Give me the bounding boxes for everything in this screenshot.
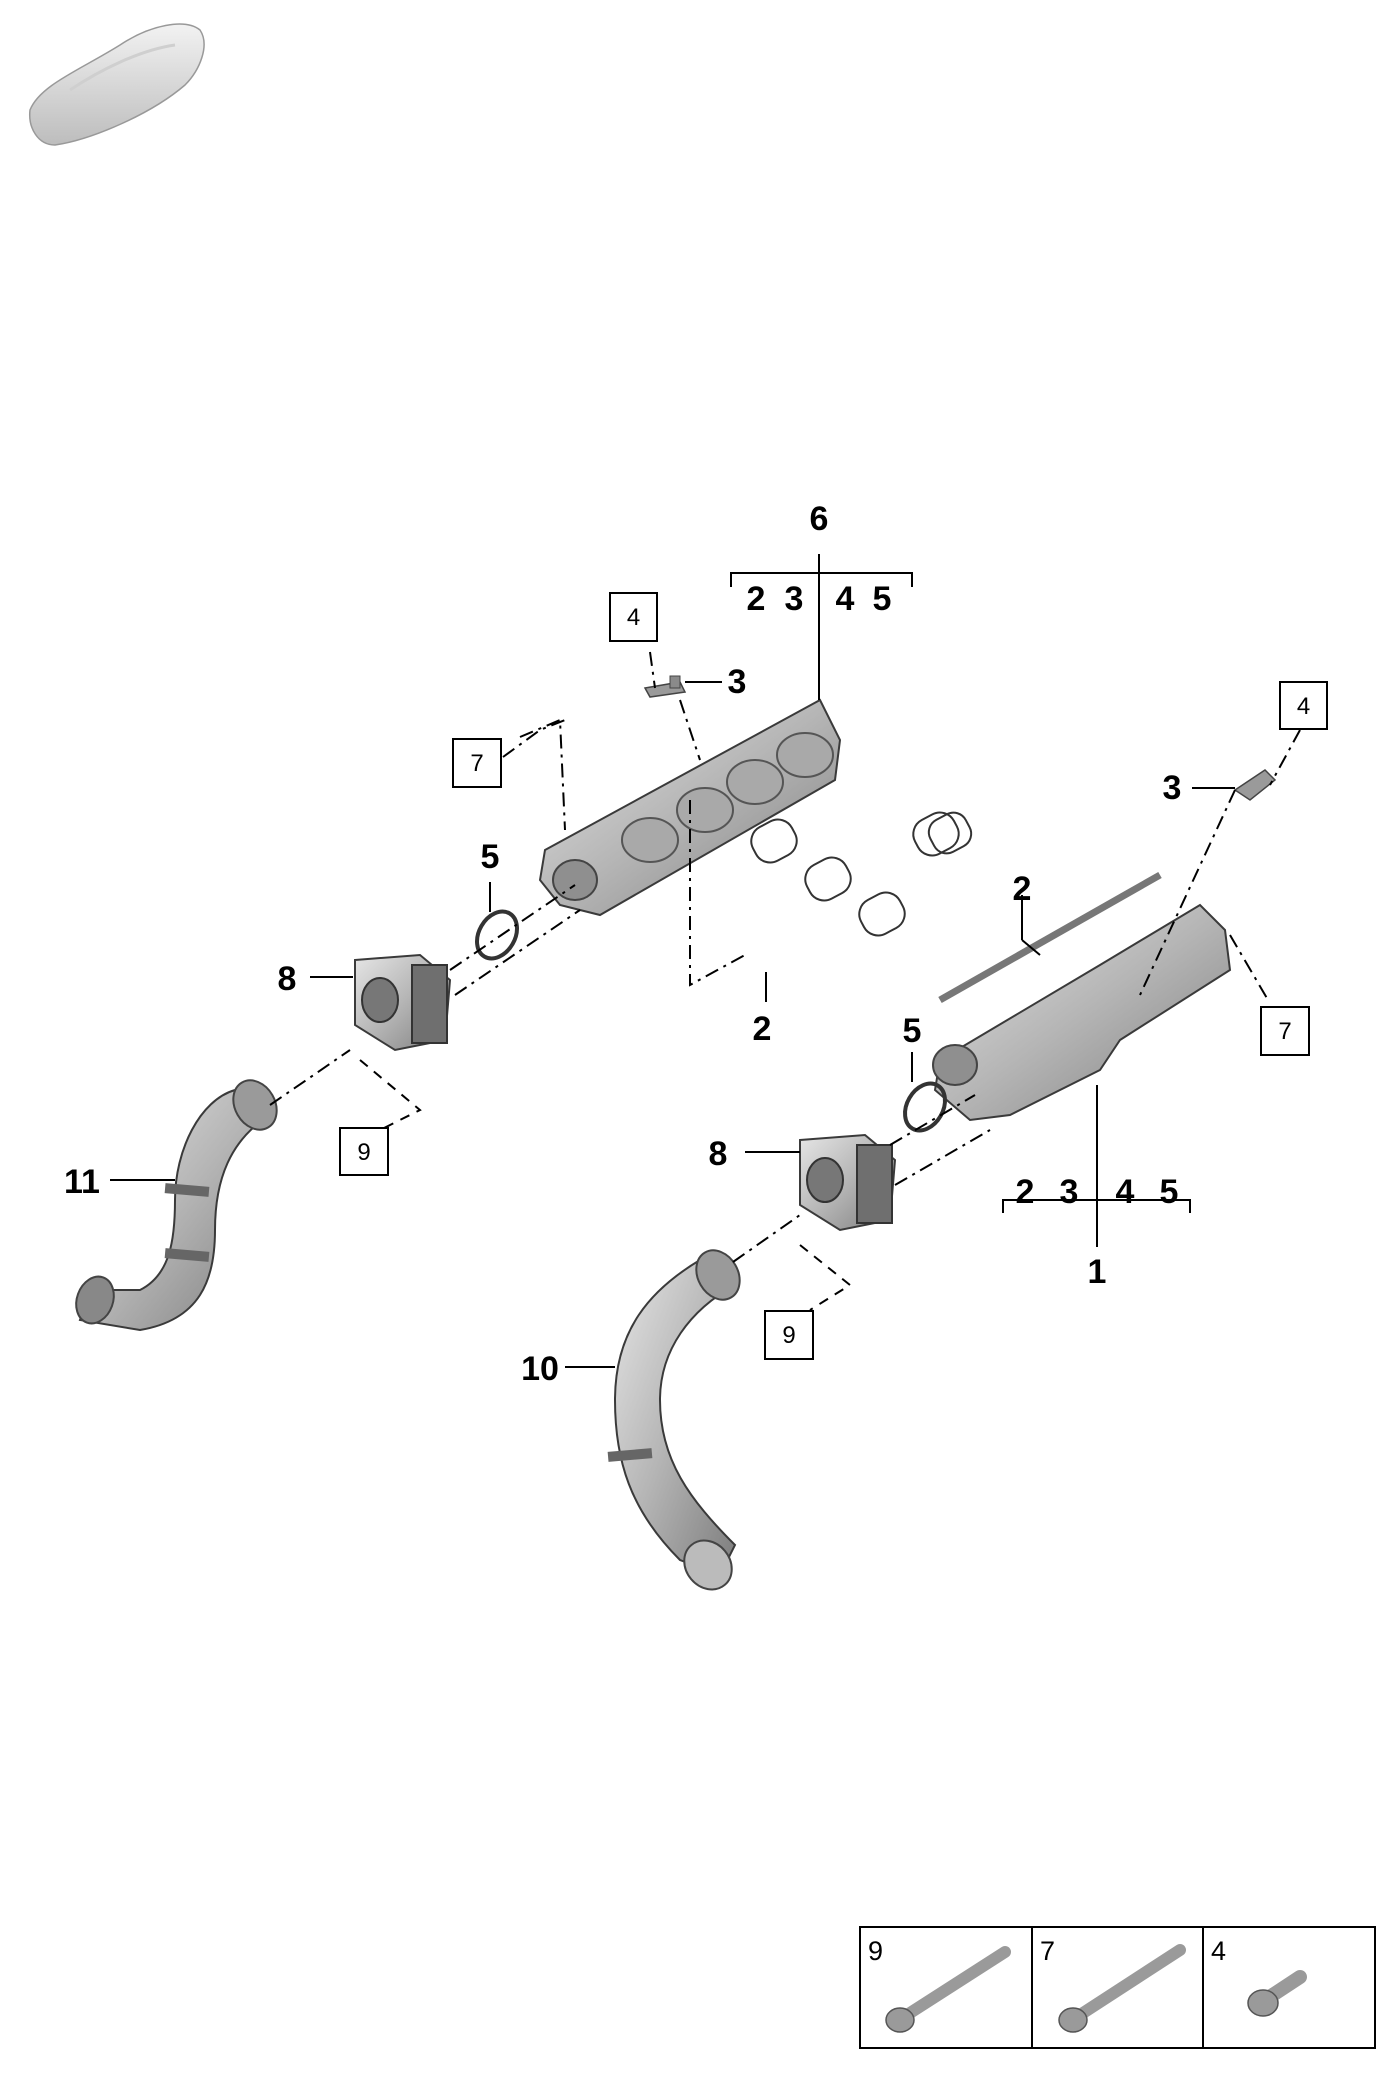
box-ref-9-left: 9 (339, 1127, 389, 1176)
sensor-right (1233, 769, 1277, 801)
callout-2-right: 2 (1013, 870, 1032, 908)
long-screw-icon (1058, 1944, 1186, 2033)
gasket-strip-right (938, 871, 1162, 1004)
callout-3-left: 3 (728, 663, 747, 701)
throttle-body-right (799, 1133, 897, 1232)
intake-manifold-right (932, 903, 1232, 1122)
callout-11: 11 (64, 1163, 100, 1201)
legend-number: 7 (1040, 1936, 1055, 1966)
callout-group6-item: 5 (873, 580, 892, 618)
callout-6: 6 (810, 500, 829, 538)
long-screw-icon (885, 1946, 1011, 2033)
callout-5-left: 5 (481, 838, 500, 876)
callout-8-right: 8 (709, 1135, 728, 1173)
callout-2-left: 2 (753, 1010, 772, 1048)
box-ref-label: 4 (1297, 693, 1310, 720)
short-screw-icon (1247, 1970, 1307, 2017)
box-ref-label: 9 (357, 1139, 370, 1166)
legend-cell-4: 4 (1211, 1936, 1307, 2017)
callout-1: 1 (1088, 1253, 1107, 1291)
callout-10: 10 (521, 1350, 559, 1388)
box-ref-label: 4 (627, 604, 640, 631)
sensor-left (643, 675, 687, 698)
callout-group1-item: 2 (1016, 1173, 1035, 1211)
box-ref-9-right: 9 (764, 1310, 814, 1360)
callout-8-left: 8 (278, 960, 297, 998)
callout-group6-item: 2 (747, 580, 766, 618)
legend-number: 9 (868, 1936, 883, 1966)
vehicle-thumbnail-icon (29, 23, 205, 146)
callout-group1-item: 4 (1116, 1173, 1135, 1211)
callout-group6-item: 3 (785, 580, 804, 618)
box-ref-7-left: 7 (452, 738, 502, 788)
box-ref-label: 7 (1278, 1018, 1291, 1045)
callout-group6-item: 4 (836, 580, 855, 618)
charge-pipe-left (75, 1079, 278, 1332)
legend-cell-9: 9 (868, 1936, 1011, 2033)
fastener-legend: 9 7 4 (859, 1926, 1376, 2049)
box-ref-4-left: 4 (609, 592, 658, 642)
callout-group1-item: 3 (1060, 1173, 1079, 1211)
callout-3-right: 3 (1163, 769, 1182, 807)
legend-cell-7: 7 (1040, 1936, 1186, 2033)
throttle-body-left (354, 953, 452, 1052)
legend-number: 4 (1211, 1936, 1226, 1966)
callout-group1-item: 5 (1160, 1173, 1179, 1211)
box-ref-label: 7 (470, 750, 483, 777)
callout-5-right: 5 (903, 1012, 922, 1050)
gasket-left (750, 811, 973, 937)
box-ref-4-right: 4 (1279, 681, 1328, 730)
charge-pipe-right (607, 1249, 741, 1591)
o-ring-left (475, 909, 519, 961)
box-ref-7-right: 7 (1260, 1006, 1310, 1056)
box-ref-label: 9 (782, 1322, 795, 1349)
